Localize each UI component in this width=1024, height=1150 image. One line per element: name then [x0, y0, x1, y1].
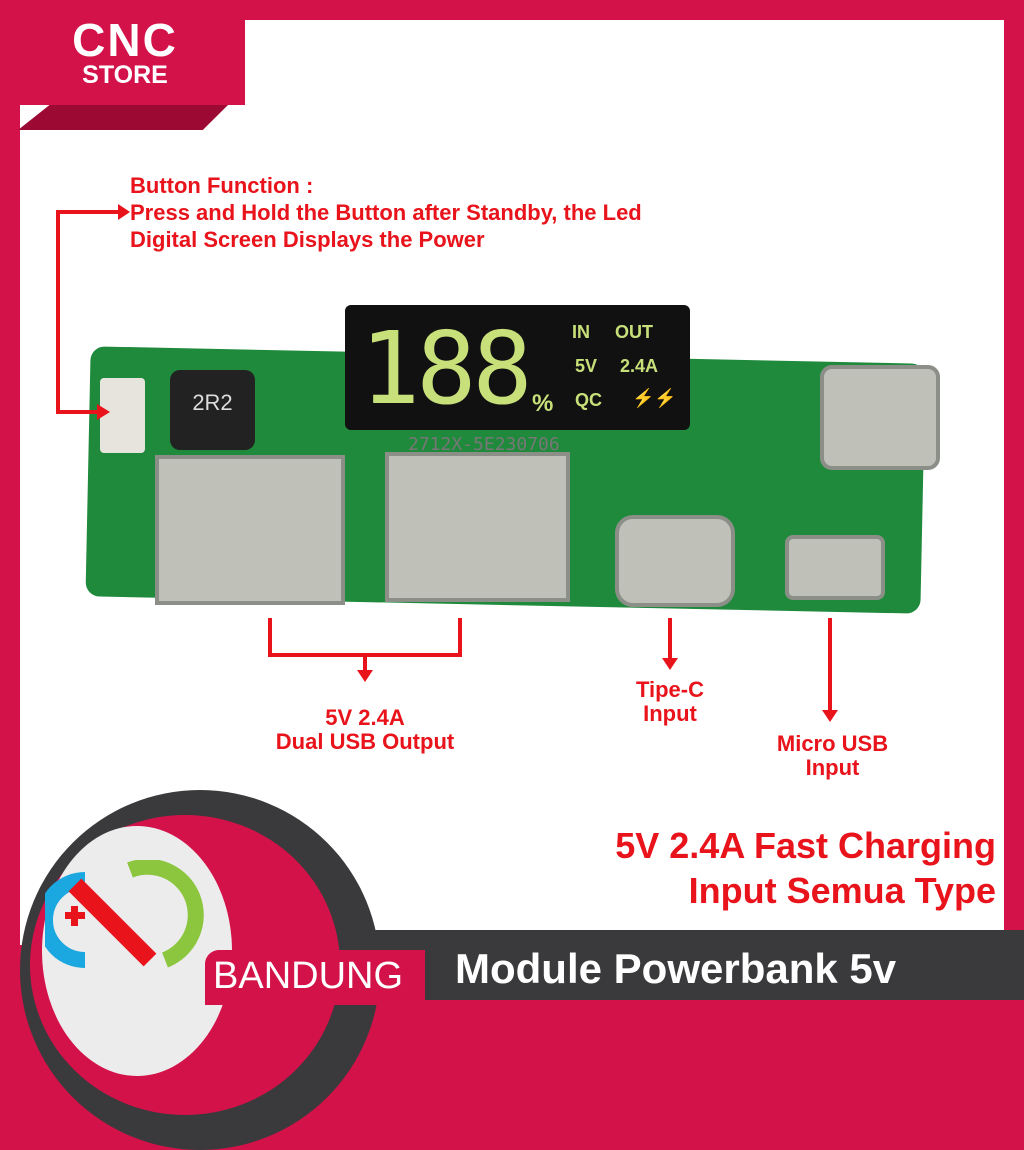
store-logo: [0, 0, 245, 105]
usb-output-label-line1: 5V 2.4A: [325, 705, 405, 730]
display-out-current: 2.4A: [620, 356, 659, 376]
push-button: [100, 378, 145, 453]
city-label: BANDUNG: [205, 950, 425, 1005]
display-percent: %: [532, 390, 554, 417]
button-arrow-line: [56, 210, 118, 414]
display-chip-label: 2712X-5E230706: [408, 434, 560, 455]
logo-text-store: STORE: [82, 61, 168, 89]
usb-a-port-2: [385, 452, 570, 602]
annotation-arrows: [56, 204, 838, 722]
display-in-voltage: 5V: [575, 356, 598, 376]
display-in: IN: [572, 322, 590, 342]
logo-text-cnc: CNC: [72, 14, 178, 66]
button-function-line2: Digital Screen Displays the Power: [130, 227, 485, 252]
infinity-logo-icon: [45, 860, 204, 968]
headline-line2: Input Semua Type: [688, 870, 996, 911]
logo-shadow: [18, 105, 228, 130]
usb-c-port: [615, 515, 735, 607]
usb-output-label-line2: Dual USB Output: [275, 729, 455, 754]
usb-output-bracket: [268, 618, 462, 672]
display-qc: QC: [575, 390, 602, 410]
usb-a-port-1: [155, 455, 345, 605]
product-title: Module Powerbank 5v: [455, 945, 897, 992]
usb-c-port-top: [820, 365, 940, 470]
display-bolt-icons: ⚡⚡: [632, 388, 677, 408]
inductor: 2R2: [170, 370, 255, 450]
typec-label-line2: Input: [643, 701, 697, 726]
micro-usb-label: Micro USB Input: [750, 732, 915, 780]
micro-usb-label-line1: Micro USB: [776, 731, 889, 756]
button-function-note: Button Function : Press and Hold the But…: [130, 172, 642, 253]
typec-label-line1: Tipe-C: [635, 677, 705, 702]
led-display: [345, 305, 690, 430]
button-function-line1: Press and Hold the Button after Standby,…: [130, 200, 642, 225]
button-function-title: Button Function :: [130, 173, 314, 198]
micro-usb-port: [785, 535, 885, 600]
display-digits: 188: [360, 310, 533, 427]
usb-output-label: 5V 2.4A Dual USB Output: [240, 706, 490, 754]
typec-label: Tipe-C Input: [600, 678, 740, 726]
headline-line1: 5V 2.4A Fast Charging: [615, 825, 996, 866]
micro-usb-label-line2: Input: [805, 755, 860, 780]
display-out: OUT: [615, 322, 653, 342]
